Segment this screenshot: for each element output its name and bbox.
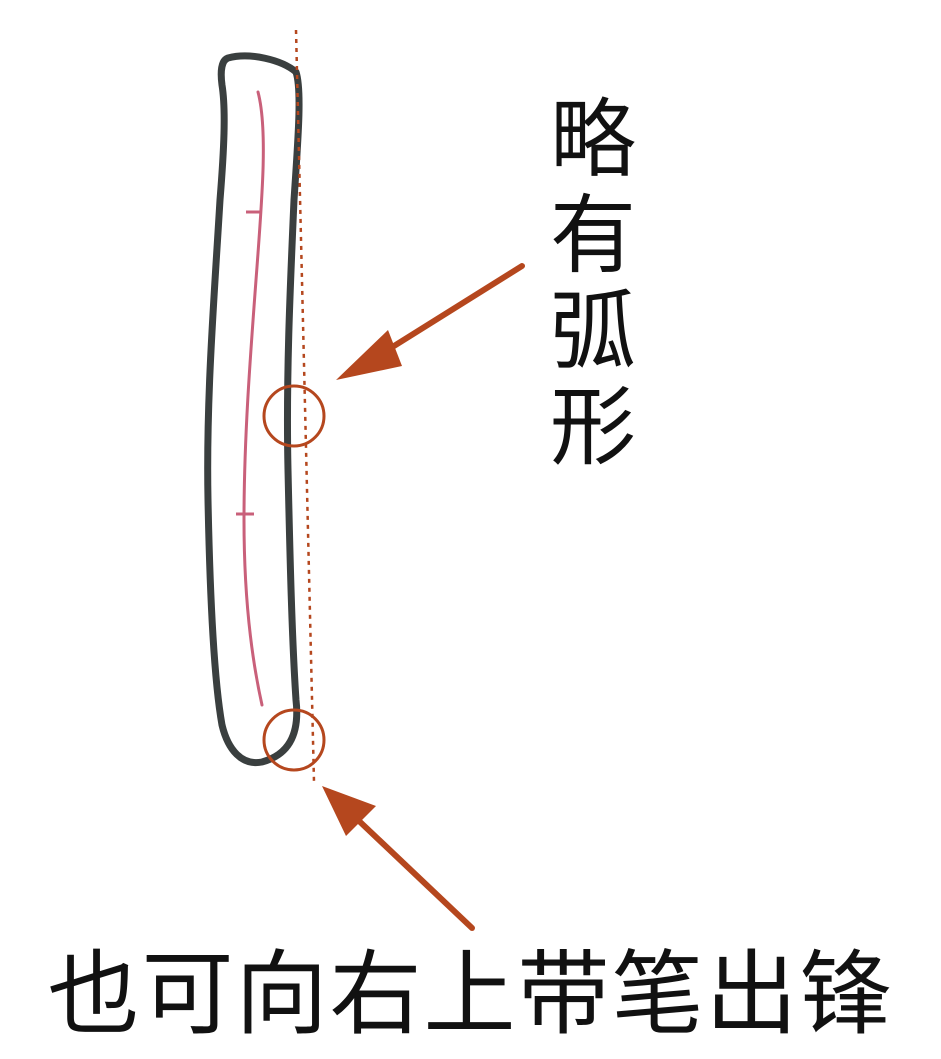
arc-marker-circle [262,384,326,448]
exit-marker-circle [262,708,326,772]
brush-stroke-outline [204,52,303,767]
exit-arrow [322,786,475,931]
arc-arrow [336,263,525,380]
arc-annotation-label: 略有弧形 [550,90,636,478]
brush-center-track [242,90,265,707]
exit-annotation-label: 也可向右上带笔出锋 [47,941,894,1048]
